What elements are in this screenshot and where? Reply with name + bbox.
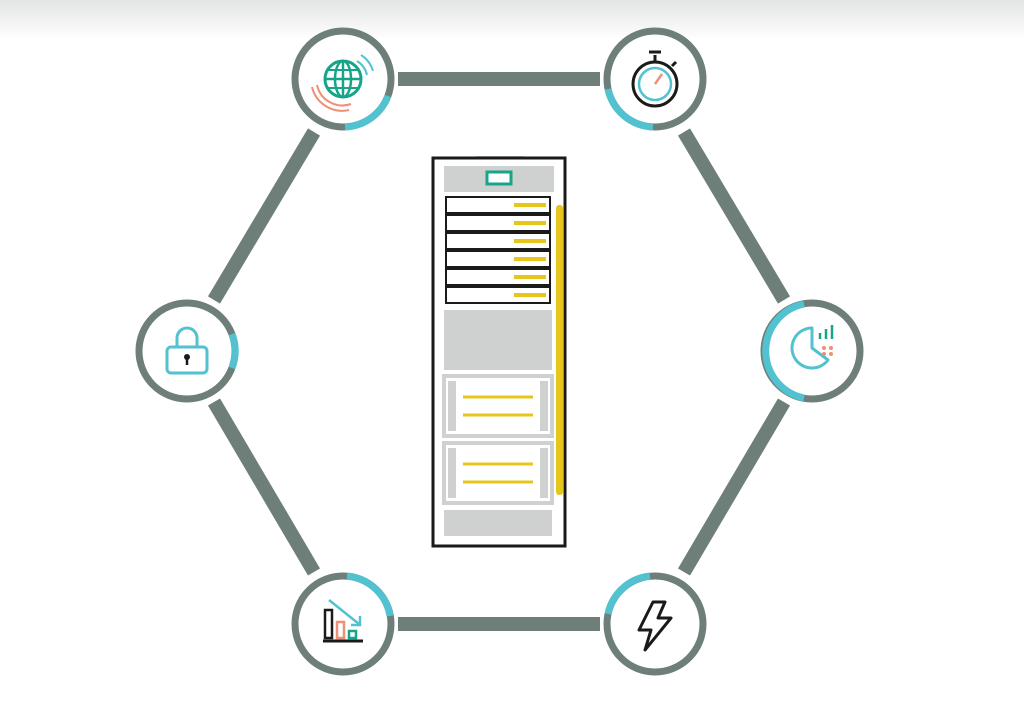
drive-bay [445,250,551,268]
node-globe [291,27,395,131]
connector-costdown-security [207,398,321,576]
rack-server-unit [442,374,554,438]
rack-server-unit [442,441,554,505]
rack-base-panel [444,510,552,536]
rack-status-led [485,170,513,186]
pie-chart-icon [790,325,834,370]
hexagon-connectors [207,72,791,631]
globe-icon [311,54,374,112]
padlock-icon [165,326,209,375]
rack-drive-bays [445,196,551,304]
connector-security-globe [207,128,321,304]
server-rack-icon [431,156,567,548]
stopwatch-icon [631,50,679,108]
node-security [135,299,239,403]
bar-chart-decline-icon [323,599,363,643]
node-analytics [760,299,864,403]
drive-bay [445,268,551,286]
rack-yellow-rail [556,205,563,495]
drive-bay [445,286,551,304]
connector-stopwatch-analytics [677,128,791,304]
node-lightning [603,572,707,676]
node-stopwatch [603,27,707,131]
rack-blank-panel [444,310,552,370]
drive-bay [445,214,551,232]
drive-bay [445,232,551,250]
lightning-bolt-icon [637,600,673,652]
connector-analytics-lightning [677,398,791,576]
drive-bay [445,196,551,214]
node-costdown [291,572,395,676]
top-shade [0,0,1024,40]
